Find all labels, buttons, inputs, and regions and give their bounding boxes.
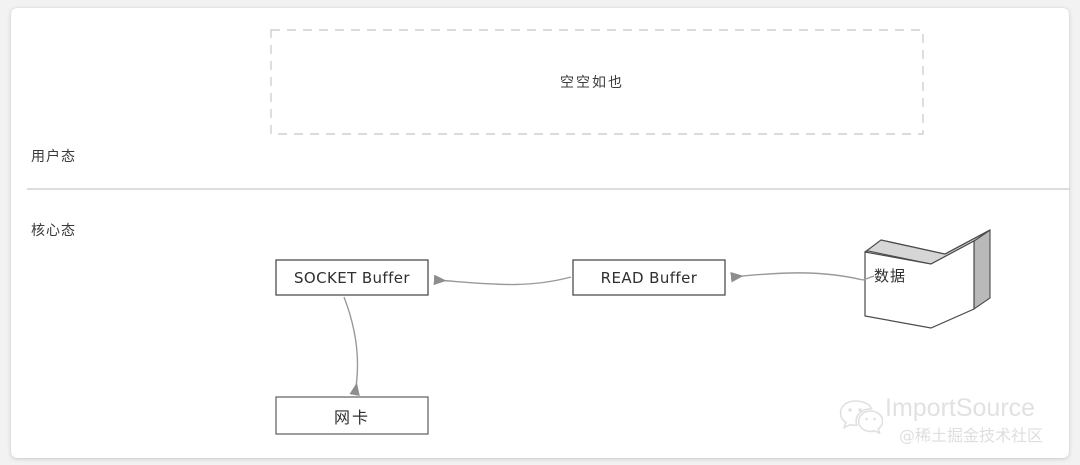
read-buffer-box[interactable]: [572, 259, 726, 296]
nic-box[interactable]: [275, 396, 429, 435]
arrow-read-buffer-to-socket-buffer: [433, 274, 572, 286]
data-block-fold-edge: [880, 229, 991, 255]
data-block-side-face: [973, 228, 991, 311]
user-space-label: 用户态: [31, 149, 76, 165]
diagram-canvas: [27, 29, 1069, 435]
arrow-socket-buffer-to-nic: [343, 296, 360, 397]
empty-region-dashed-box: [270, 29, 924, 135]
diagram-card: 用户态 核心态 空空如也 SOCKET Buffer READ Buffer 网…: [11, 8, 1069, 458]
empty-region-caption: 空空如也: [560, 75, 624, 91]
data-label-leader-line: [862, 275, 875, 281]
socket-buffer-box[interactable]: [275, 259, 429, 296]
data-block-front-face[interactable]: [864, 239, 975, 329]
arrow-data-to-read-buffer: [730, 271, 864, 283]
kernel-space-label: 核心态: [31, 223, 76, 239]
